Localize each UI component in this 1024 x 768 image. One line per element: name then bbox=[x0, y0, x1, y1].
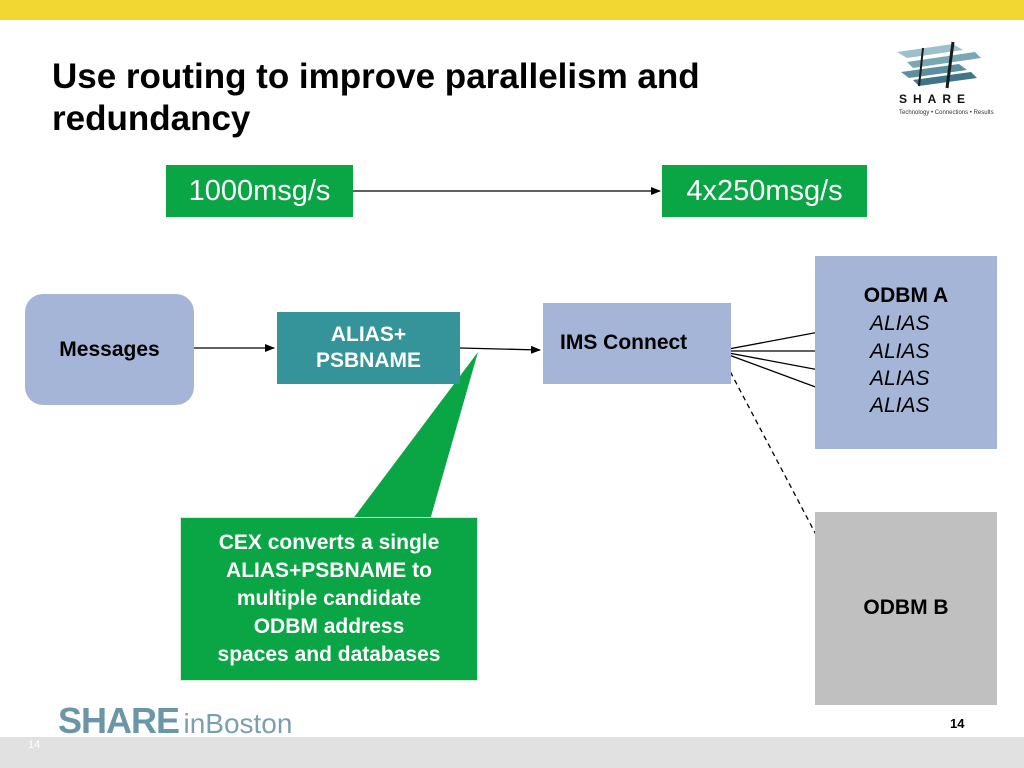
footer-city-text: Boston bbox=[205, 708, 293, 739]
ims-to-odbmb-dashed-arrow bbox=[721, 355, 853, 604]
alias-label-line-1: ALIAS+ bbox=[330, 323, 407, 346]
messages-label: Messages bbox=[59, 337, 160, 361]
odbm-a-box: ODBM A ALIAS ALIAS ALIAS ALIAS bbox=[815, 256, 997, 449]
footer-band bbox=[0, 737, 1024, 768]
odbm-b-box: ODBM B bbox=[815, 512, 997, 705]
callout-line-4: ODBM address bbox=[253, 615, 405, 638]
footer-slide-number: 14 bbox=[28, 739, 41, 751]
odbm-a-alias-3: ALIAS bbox=[870, 367, 930, 390]
callout-line-5: spaces and databases bbox=[217, 643, 441, 666]
share-in-boston-logo: SHARE inBoston bbox=[58, 700, 292, 742]
footer-share-text: SHARE bbox=[58, 700, 180, 741]
slide-title: Use routing to improve parallelism and r… bbox=[52, 56, 852, 140]
ims-connect-label: IMS Connect bbox=[560, 331, 688, 354]
alias-label-line-2: PSBNAME bbox=[315, 349, 421, 372]
logo-tagline: Technology • Connections • Results bbox=[899, 110, 994, 116]
odbm-b-title: ODBM B bbox=[863, 596, 949, 619]
odbm-a-alias-2: ALIAS bbox=[870, 340, 930, 363]
share-logo-icon bbox=[897, 41, 981, 89]
slide-number: 14 bbox=[950, 716, 965, 731]
odbm-a-title: ODBM A bbox=[863, 284, 949, 307]
callout-line-3: multiple candidate bbox=[236, 587, 422, 610]
share-logo: SHARE Technology • Connections • Results bbox=[893, 40, 994, 122]
output-rate-label: 4x250msg/s bbox=[662, 165, 867, 217]
footer-in-text: in bbox=[183, 708, 206, 739]
alias-psbname-box: ALIAS+ PSBNAME bbox=[277, 312, 460, 384]
messages-box: Messages bbox=[25, 294, 194, 405]
cex-callout: CEX converts a single ALIAS+PSBNAME to m… bbox=[180, 517, 478, 681]
title-line-1: Use routing to improve parallelism and bbox=[52, 57, 700, 96]
callout-line-1: CEX converts a single bbox=[218, 531, 440, 554]
ims-connect-box: IMS Connect bbox=[543, 303, 731, 384]
title-line-2: redundancy bbox=[52, 99, 251, 138]
top-accent-bar bbox=[0, 0, 1024, 20]
odbm-a-alias-1: ALIAS bbox=[870, 312, 930, 335]
callout-pointer bbox=[352, 352, 478, 520]
input-rate-label: 1000msg/s bbox=[166, 165, 353, 217]
logo-wordmark: SHARE bbox=[899, 92, 972, 106]
callout-line-2: ALIAS+PSBNAME to bbox=[226, 559, 432, 582]
alias-to-ims-arrow bbox=[459, 345, 541, 354]
odbm-a-alias-4: ALIAS bbox=[870, 394, 930, 417]
